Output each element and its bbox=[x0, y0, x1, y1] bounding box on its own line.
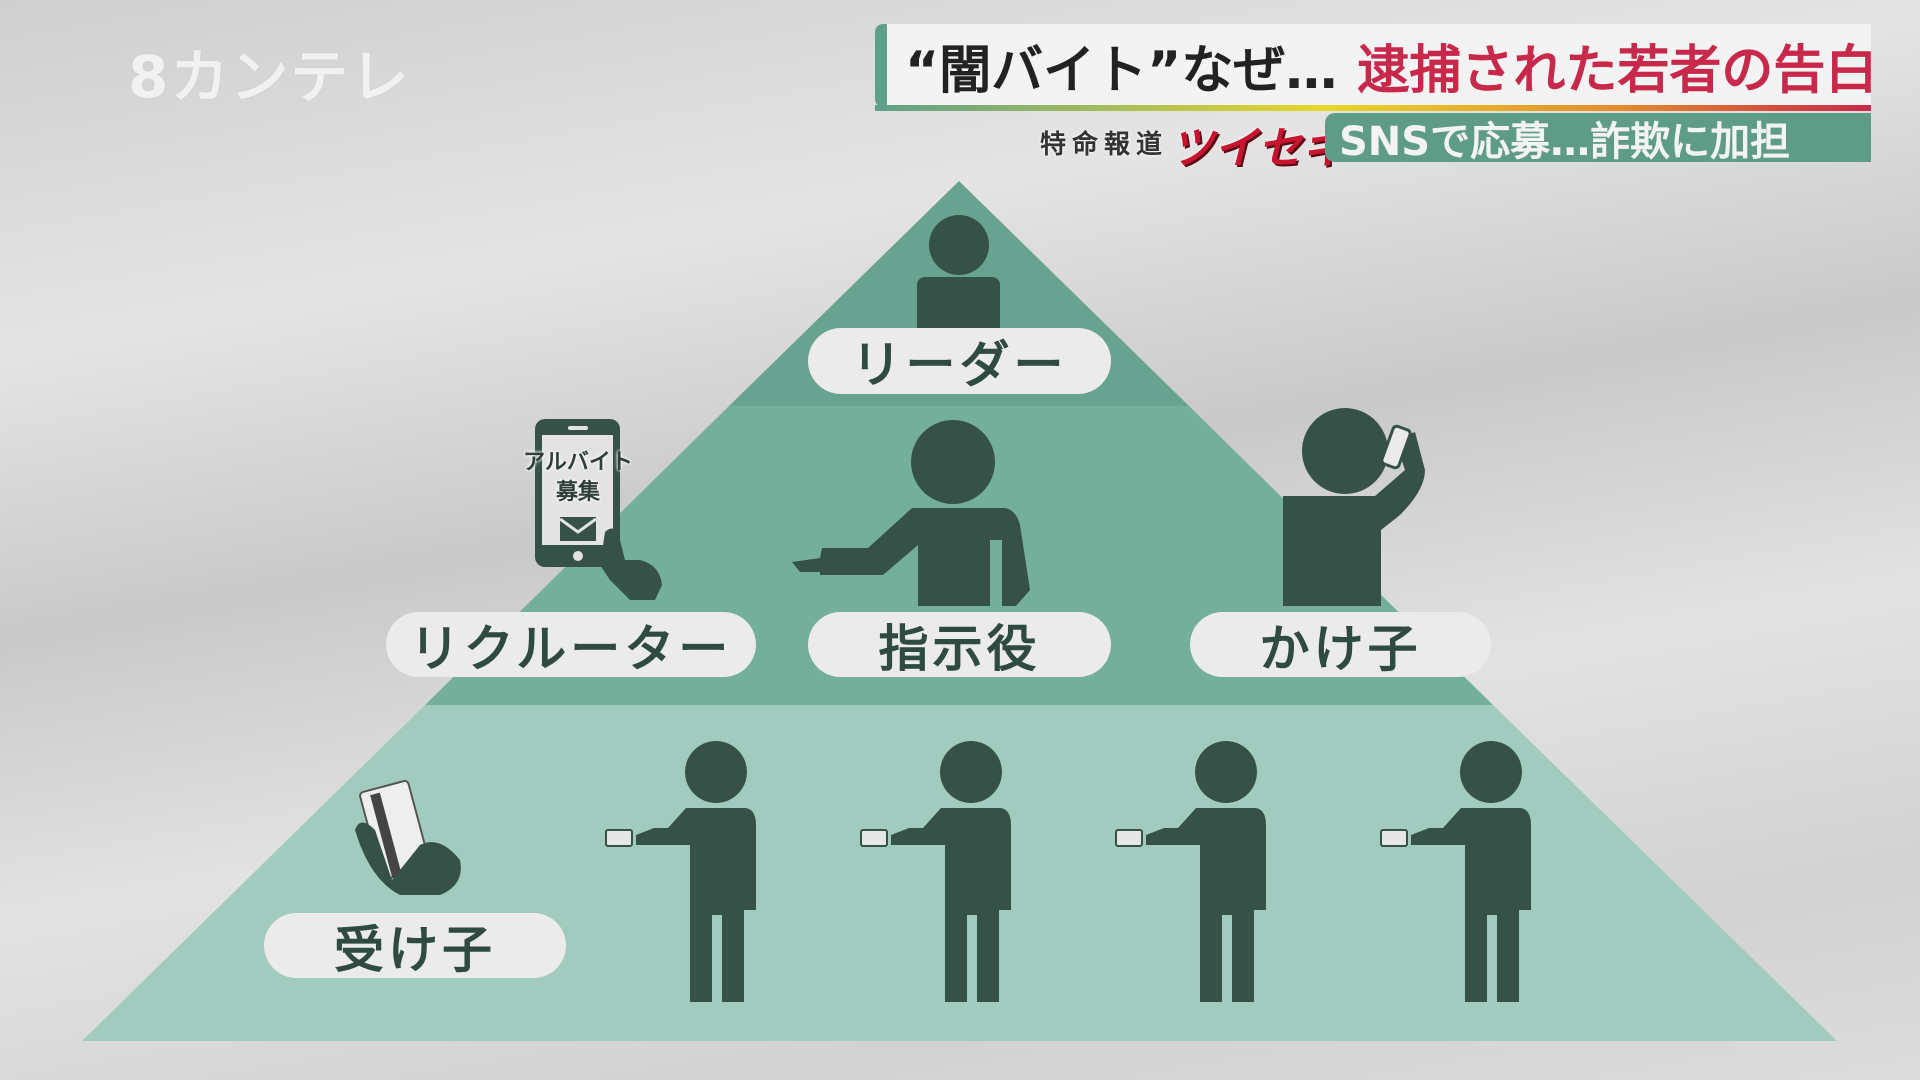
receiver-figure-icon bbox=[860, 741, 1011, 1002]
headline-part1: “闇バイト”なぜ… bbox=[905, 41, 1338, 101]
phone-text-line1: アルバイト bbox=[523, 450, 633, 475]
leader-figure-icon bbox=[917, 215, 1000, 337]
role-label-recruiter: リクルーター bbox=[386, 612, 756, 678]
smartphone-recruiting-icon bbox=[535, 419, 662, 600]
phone-text-line2: 募集 bbox=[555, 480, 600, 505]
role-label-leader: リーダー bbox=[808, 328, 1111, 394]
role-label-director: 指示役 bbox=[808, 612, 1111, 678]
caller-phone-figure-icon bbox=[1283, 408, 1425, 606]
headline-part2: 逮捕された若者の告白 bbox=[1357, 41, 1878, 101]
cash-card-in-hand-icon bbox=[355, 779, 461, 895]
director-pointing-figure-icon bbox=[792, 420, 1030, 606]
receiver-figure-icon bbox=[1380, 741, 1531, 1002]
role-label-caller: かけ子 bbox=[1190, 612, 1491, 678]
receiver-figure-icon bbox=[1115, 741, 1266, 1002]
phone-recruit-text: アルバイト 募集 bbox=[512, 448, 644, 508]
receiver-figure-icon bbox=[605, 741, 756, 1002]
kantele-logo: 8カンテレ bbox=[128, 43, 411, 111]
role-label-receiver: 受け子 bbox=[264, 913, 566, 979]
program-label: 特命報道 bbox=[1040, 130, 1169, 160]
subtitle-banner: SNSで応募…詐欺に加担 bbox=[1325, 113, 1871, 165]
headline-gradient-bar bbox=[875, 105, 1871, 111]
program-logo: ツイセキ bbox=[1170, 123, 1346, 174]
headline-banner: “闇バイト”なぜ… 逮捕された若者の告白 bbox=[875, 24, 1877, 107]
